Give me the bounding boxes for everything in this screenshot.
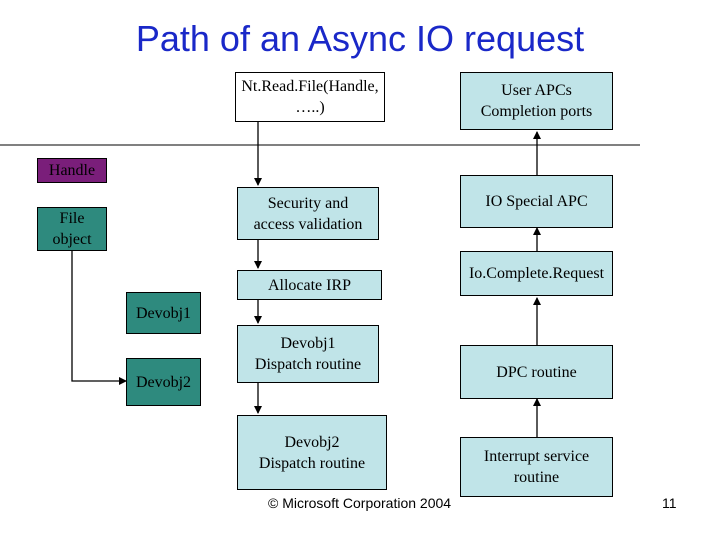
devobj1-dispatch-box: Devobj1 Dispatch routine (237, 325, 379, 383)
devobj2-dispatch-box: Devobj2 Dispatch routine (237, 415, 387, 490)
io-complete-request-box: Io.Complete.Request (460, 251, 613, 296)
security-validation-box: Security and access validation (237, 187, 379, 240)
arrow-fileobject-to-devobj2 (71, 251, 127, 385)
allocate-irp-box: Allocate IRP (237, 270, 382, 300)
io-special-apc-box: IO Special APC (460, 175, 613, 228)
copyright-footer: © Microsoft Corporation 2004 (268, 495, 452, 511)
devobj1-box: Devobj1 (126, 292, 201, 334)
file-object-box: File object (37, 207, 107, 251)
dpc-routine-box: DPC routine (460, 345, 613, 399)
page-title: Path of an Async IO request (135, 18, 585, 59)
handle-box: Handle (37, 158, 107, 183)
ntreadfile-box: Nt.Read.File(Handle, …..) (235, 72, 385, 122)
slide-number: 11 (662, 495, 677, 511)
user-apcs-box: User APCs Completion ports (460, 72, 613, 130)
interrupt-service-box: Interrupt service routine (460, 437, 613, 497)
devobj2-box: Devobj2 (126, 358, 201, 406)
